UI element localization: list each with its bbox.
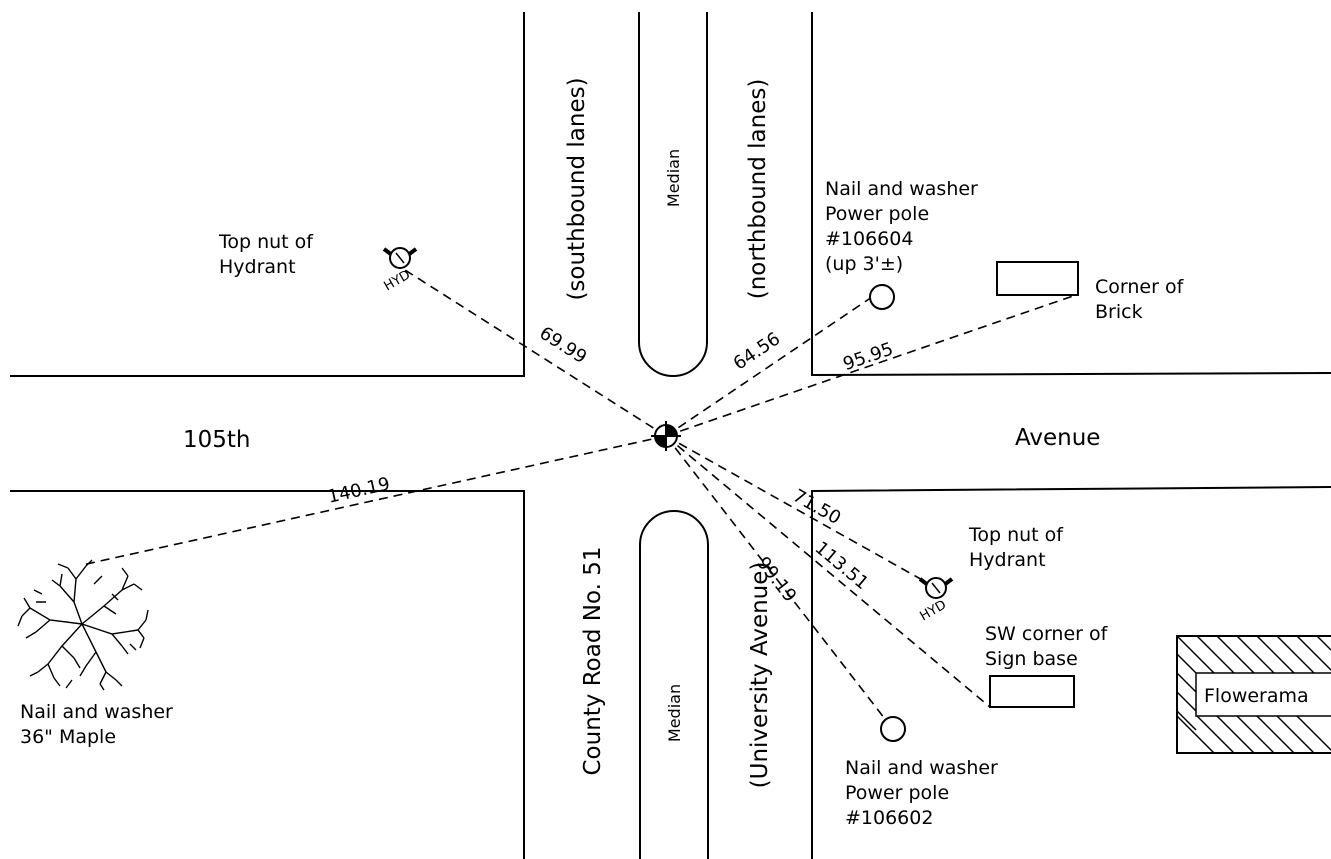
distance-brick-ne: 95.95 bbox=[840, 338, 896, 375]
tie-lines bbox=[81, 269, 1077, 720]
distance-hydrant-nw: 69.99 bbox=[536, 323, 591, 368]
street-west-label: 105th bbox=[183, 427, 251, 453]
tie-line-brick-ne bbox=[665, 294, 1077, 437]
hydrant-icon: HYD bbox=[381, 247, 418, 294]
sign-label-1: SW corner of bbox=[985, 623, 1109, 645]
hydrant-nw-label-2: Hydrant bbox=[219, 256, 296, 278]
sign-base bbox=[989, 675, 1075, 708]
brick-label-2: Brick bbox=[1095, 301, 1143, 323]
median-south bbox=[639, 510, 709, 859]
pole-ne-label-4: (up 3'±) bbox=[825, 253, 903, 275]
tie-line-hydrant-se bbox=[665, 435, 934, 587]
flowerama-building bbox=[1176, 635, 1331, 754]
ne-curb bbox=[811, 12, 1331, 377]
benchmark-icon bbox=[651, 421, 681, 451]
southbound-lanes-label: (southbound lanes) bbox=[564, 77, 590, 300]
se-curb bbox=[811, 486, 1331, 859]
median-south-label: Median bbox=[665, 684, 684, 742]
tie-line-maple-sw bbox=[81, 435, 667, 566]
pole-se-label-2: Power pole bbox=[845, 782, 949, 804]
tie-line-sign-se bbox=[665, 435, 991, 708]
hydrant-nw-label-1: Top nut of bbox=[218, 231, 314, 253]
median-north bbox=[638, 12, 708, 377]
tie-line-pole-ne bbox=[665, 296, 873, 437]
maple-label-2: 36" Maple bbox=[20, 726, 116, 748]
hydrant-icon: HYD bbox=[917, 577, 954, 625]
maple-label-1: Nail and washer bbox=[20, 701, 173, 723]
sign-label-2: Sign base bbox=[985, 648, 1078, 670]
hydrant-se-tag: HYD bbox=[917, 598, 949, 625]
northbound-lanes-label: (northbound lanes) bbox=[745, 79, 771, 300]
pole-se-label-3: #106602 bbox=[845, 807, 933, 829]
hydrant-se-label-1: Top nut of bbox=[968, 524, 1064, 546]
pole-se-label-1: Nail and washer bbox=[845, 757, 998, 779]
sw-curb bbox=[10, 490, 525, 859]
nw-curb bbox=[10, 12, 525, 377]
flowerama-label: Flowerama bbox=[1204, 685, 1309, 707]
road-edges bbox=[10, 12, 1331, 859]
tie-line-hydrant-nw bbox=[404, 269, 667, 437]
power-pole-icon bbox=[880, 716, 906, 742]
pole-ne-label-2: Power pole bbox=[825, 203, 929, 225]
brick-building bbox=[996, 261, 1079, 296]
hydrant-se-label-2: Hydrant bbox=[969, 549, 1046, 571]
pole-ne-label-3: #106604 bbox=[825, 228, 913, 250]
university-avenue-label: (University Avenue) bbox=[747, 562, 773, 789]
median-north-label: Median bbox=[664, 149, 683, 207]
maple-tree-icon bbox=[17, 559, 149, 691]
brick-label-1: Corner of bbox=[1095, 276, 1185, 298]
distance-pole-ne: 64.56 bbox=[730, 328, 784, 374]
distance-maple-sw: 140.19 bbox=[326, 474, 392, 508]
county-road-label: County Road No. 51 bbox=[580, 546, 606, 775]
pole-ne-label-1: Nail and washer bbox=[825, 178, 978, 200]
street-east-label: Avenue bbox=[1015, 425, 1100, 451]
power-pole-icon bbox=[869, 284, 895, 310]
